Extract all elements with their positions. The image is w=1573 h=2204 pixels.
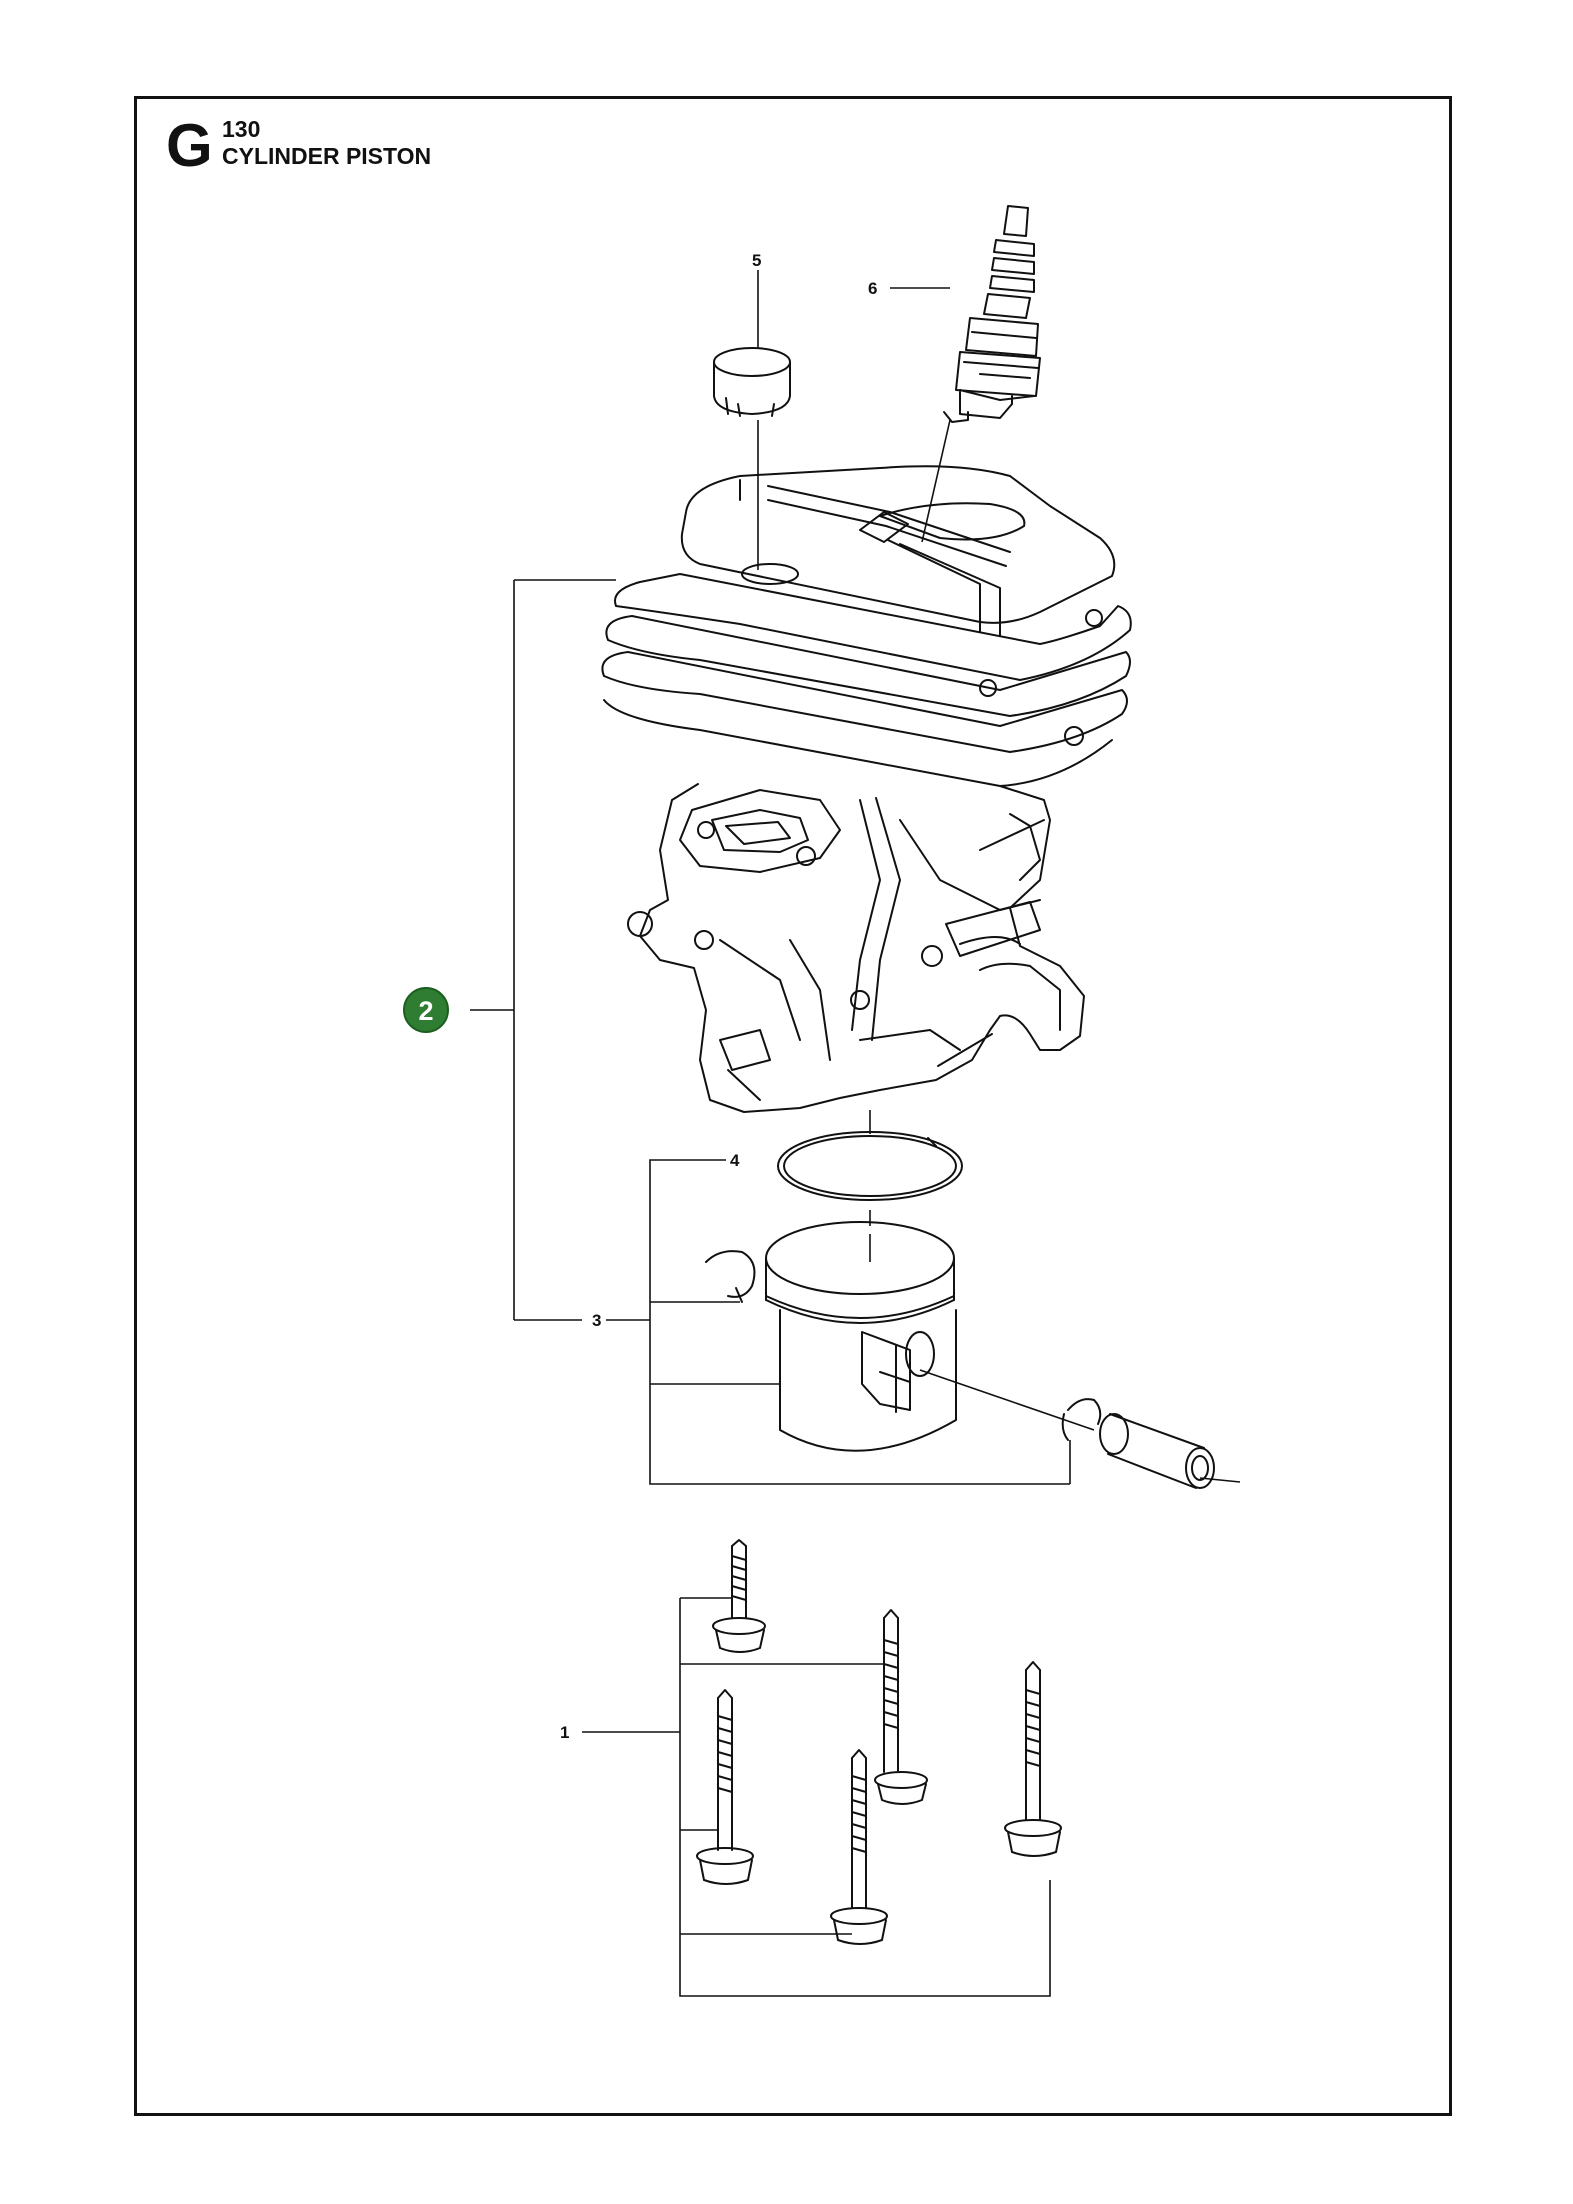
section-number: 130 [222, 116, 261, 142]
circlip-left-drawing [705, 1250, 756, 1298]
circlip-right-drawing [1061, 1398, 1102, 1441]
decompression-cap-drawing [713, 347, 791, 417]
callout-4: 4 [730, 1151, 740, 1170]
piston-pin-drawing [1099, 1413, 1215, 1489]
bolts-drawing [696, 1539, 1062, 1945]
callout-1: 1 [560, 1723, 569, 1742]
callout-3: 3 [592, 1311, 601, 1330]
spark-plug-drawing [943, 205, 1041, 423]
callout-2-badge: 2 [403, 987, 449, 1033]
piston-ring-drawing [777, 1131, 963, 1201]
callout-5: 5 [752, 251, 761, 270]
piston-drawing [765, 1221, 957, 1452]
callout-2: 2 [418, 996, 433, 1026]
section-letter: G [166, 112, 213, 179]
cylinder-drawing [601, 465, 1132, 1113]
leader-lines [470, 270, 1241, 1997]
page-frame [134, 96, 1452, 2116]
callout-6: 6 [868, 279, 877, 298]
section-title: CYLINDER PISTON [222, 143, 432, 169]
